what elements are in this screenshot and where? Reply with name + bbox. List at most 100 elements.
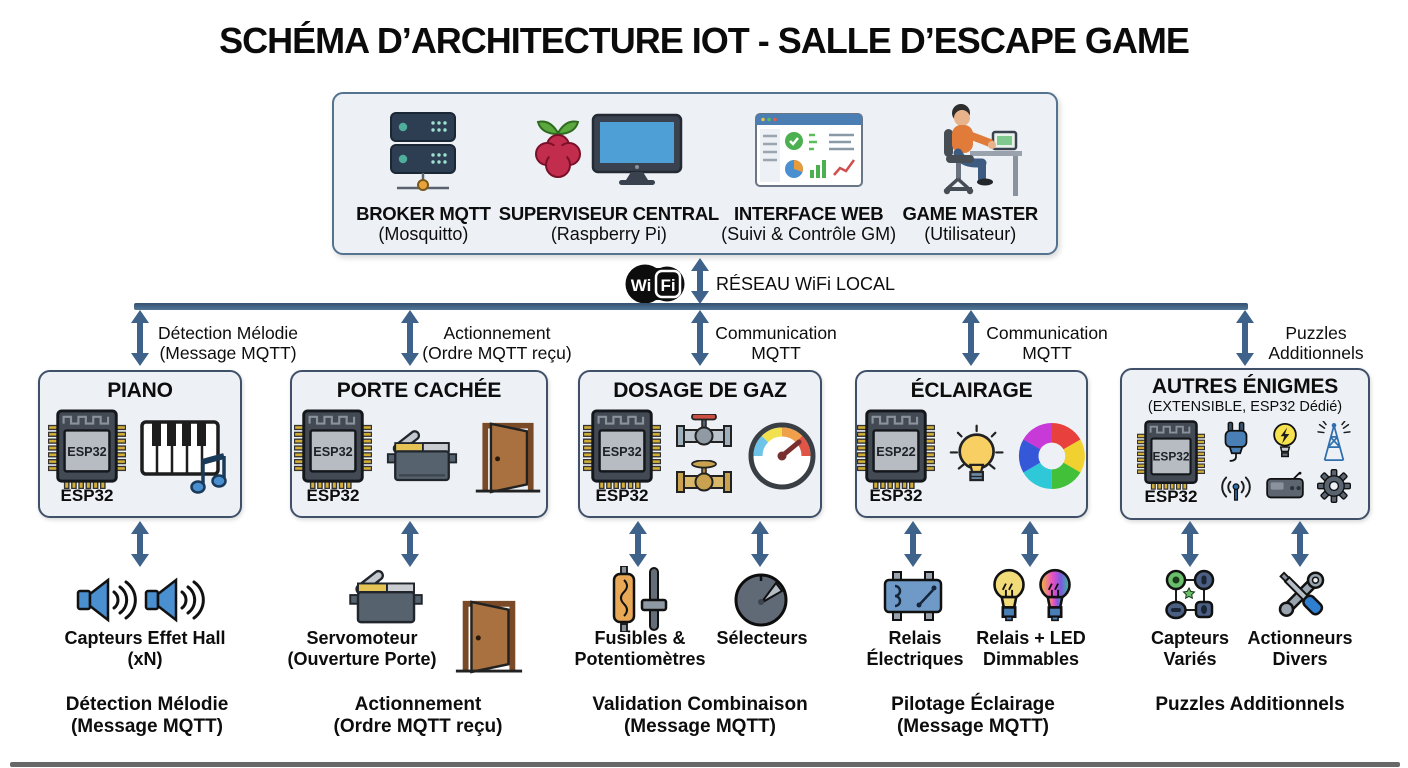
module-subtitle: (EXTENSIBLE, ESP32 Dédié): [1147, 399, 1343, 415]
module-dosage-gaz: DOSAGE DE GAZ ESP32 ESP32: [578, 370, 822, 518]
module-porte-cachee: PORTE CACHÉE ESP32 ESP32: [290, 370, 548, 518]
gas-valve-icon: [676, 413, 732, 447]
node-name: GAME MASTER: [902, 203, 1038, 224]
game-master-icon: [943, 104, 1023, 196]
relay-icon: [883, 571, 943, 621]
esp32-caption: ESP32: [60, 486, 114, 505]
rgb-bulb-icon: [1039, 568, 1071, 622]
door-device-icon: [455, 600, 523, 674]
esp32-chip-icon: ESP22: [857, 409, 935, 489]
device-label-capteurs-hall: Capteurs Effet Hall(xN): [64, 628, 226, 669]
esp32-chip-icon: ESP32: [294, 409, 372, 489]
servo-motor-icon: [386, 429, 458, 481]
device-label-fusibles: Fusibles &Potentiomètres: [574, 628, 706, 669]
device-arrow-piano: [131, 521, 149, 567]
bottom-crop-strip: [10, 762, 1400, 767]
esp32-chip-icon: ESP32: [583, 409, 661, 489]
bus-arrow-piano: [131, 310, 149, 366]
raspberry-pi-icon: [534, 120, 581, 178]
node-subtitle: (Raspberry Pi): [550, 224, 667, 244]
bus-label-detection: Détection Mélodie(Message MQTT): [157, 323, 299, 363]
monitor-icon: [591, 113, 683, 185]
device-box-icon: [1266, 471, 1304, 498]
flow-label-validation: Validation Combinaison(Message MQTT): [592, 694, 808, 737]
web-dashboard-icon: [754, 113, 863, 187]
wifi-badge-wi: Wi: [631, 276, 652, 295]
door-icon: [475, 421, 541, 493]
central-supervision-box: BROKER MQTT (Mosquitto): [332, 92, 1058, 255]
led-bulbs-icons: [988, 566, 1076, 624]
light-bulb-icon: [949, 424, 1004, 481]
bus-arrow-eclairage: [962, 310, 980, 366]
module-title: PORTE CACHÉE: [336, 379, 502, 402]
esp32-chip-label: ESP32: [1152, 450, 1189, 464]
page-title: SCHÉMA D’ARCHITECTURE IOT - SALLE D’ESCA…: [219, 20, 1190, 61]
wifi-bus-line: [134, 303, 1248, 310]
speaker-icon: [144, 577, 205, 623]
esp32-chip-label: ESP32: [313, 445, 352, 459]
device-arrow-capteurs: [1181, 521, 1199, 567]
device-arrow-led: [1021, 521, 1039, 567]
module-eclairage: ÉCLAIRAGE ESP22 ESP32: [855, 370, 1088, 518]
esp32-chip-icon: ESP32: [48, 409, 126, 489]
node-name: BROKER MQTT: [356, 203, 491, 224]
esp32-chip-label: ESP32: [602, 445, 641, 459]
module-autres-enigmes: AUTRES ÉNIGMES (EXTENSIBLE, ESP32 Dédié)…: [1120, 368, 1370, 520]
wifi-link-arrow: [691, 258, 709, 304]
module-title: PIANO: [107, 379, 173, 402]
device-label-selecteurs: Sélecteurs: [716, 628, 808, 648]
bus-arrow-porte: [401, 310, 419, 366]
flow-label-actionnement: Actionnement(Ordre MQTT reçu): [333, 694, 503, 737]
node-broker-mqtt: BROKER MQTT (Mosquitto): [348, 94, 499, 253]
device-label-servomoteur: Servomoteur(Ouverture Porte): [287, 628, 437, 669]
flow-label-puzzles: Puzzles Additionnels: [1155, 694, 1345, 715]
esp32-chip-icon: ESP32: [1137, 420, 1205, 490]
bus-arrow-gaz: [691, 310, 709, 366]
node-game-master: GAME MASTER (Utilisateur): [898, 94, 1042, 253]
selector-dial-icon: [734, 573, 788, 627]
esp32-chip-label: ESP32: [67, 445, 106, 459]
bus-label-actionnement: Actionnement(Ordre MQTT reçu): [422, 323, 572, 363]
color-wheel-icon: [1019, 422, 1086, 489]
esp32-chip-label: ESP22: [876, 445, 915, 459]
module-piano: PIANO ESP32 ESP32: [38, 370, 242, 518]
power-plug-icon: [1224, 421, 1248, 462]
gauge-icon: [748, 422, 816, 489]
node-interface-web: INTERFACE WEB (Suivi & Contrôle GM): [719, 94, 899, 253]
node-subtitle: (Utilisateur): [924, 224, 1017, 244]
esp32-caption: ESP32: [306, 486, 360, 505]
tools-icon: [1278, 571, 1325, 617]
brass-valve-icon: [676, 459, 732, 493]
module-title: AUTRES ÉNIGMES: [1151, 375, 1339, 398]
esp32-caption: ESP32: [595, 486, 649, 505]
gear-icon: [1317, 468, 1351, 503]
node-name: SUPERVISEUR CENTRAL: [498, 203, 719, 224]
esp32-caption: ESP32: [1144, 487, 1198, 506]
wireless-signal-icon: [1221, 476, 1251, 501]
speaker-icon: [76, 577, 137, 623]
server-stack-icon: [390, 112, 457, 191]
hall-sensors-icons: [76, 574, 206, 626]
device-arrow-actionneurs: [1291, 521, 1309, 567]
module-title: ÉCLAIRAGE: [910, 379, 1033, 402]
flow-label-detection: Détection Mélodie(Message MQTT): [65, 694, 229, 737]
wifi-badge-fi: Fi: [660, 276, 675, 295]
device-arrow-relais: [904, 521, 922, 567]
varied-sensors-icon: [1165, 569, 1215, 620]
yellow-bulb-icon: [993, 568, 1025, 622]
module-title: DOSAGE DE GAZ: [613, 379, 787, 402]
node-subtitle: (Mosquitto): [378, 224, 469, 244]
piano-keys-icon: [140, 419, 227, 494]
device-arrow-porte: [401, 521, 419, 567]
bus-arrow-autres: [1236, 310, 1254, 366]
fuse-potentiometer-icon: [612, 566, 668, 632]
device-arrow-selecteurs: [751, 521, 769, 567]
esp32-caption: ESP32: [869, 486, 923, 505]
energy-bulb-icon: [1273, 422, 1297, 457]
